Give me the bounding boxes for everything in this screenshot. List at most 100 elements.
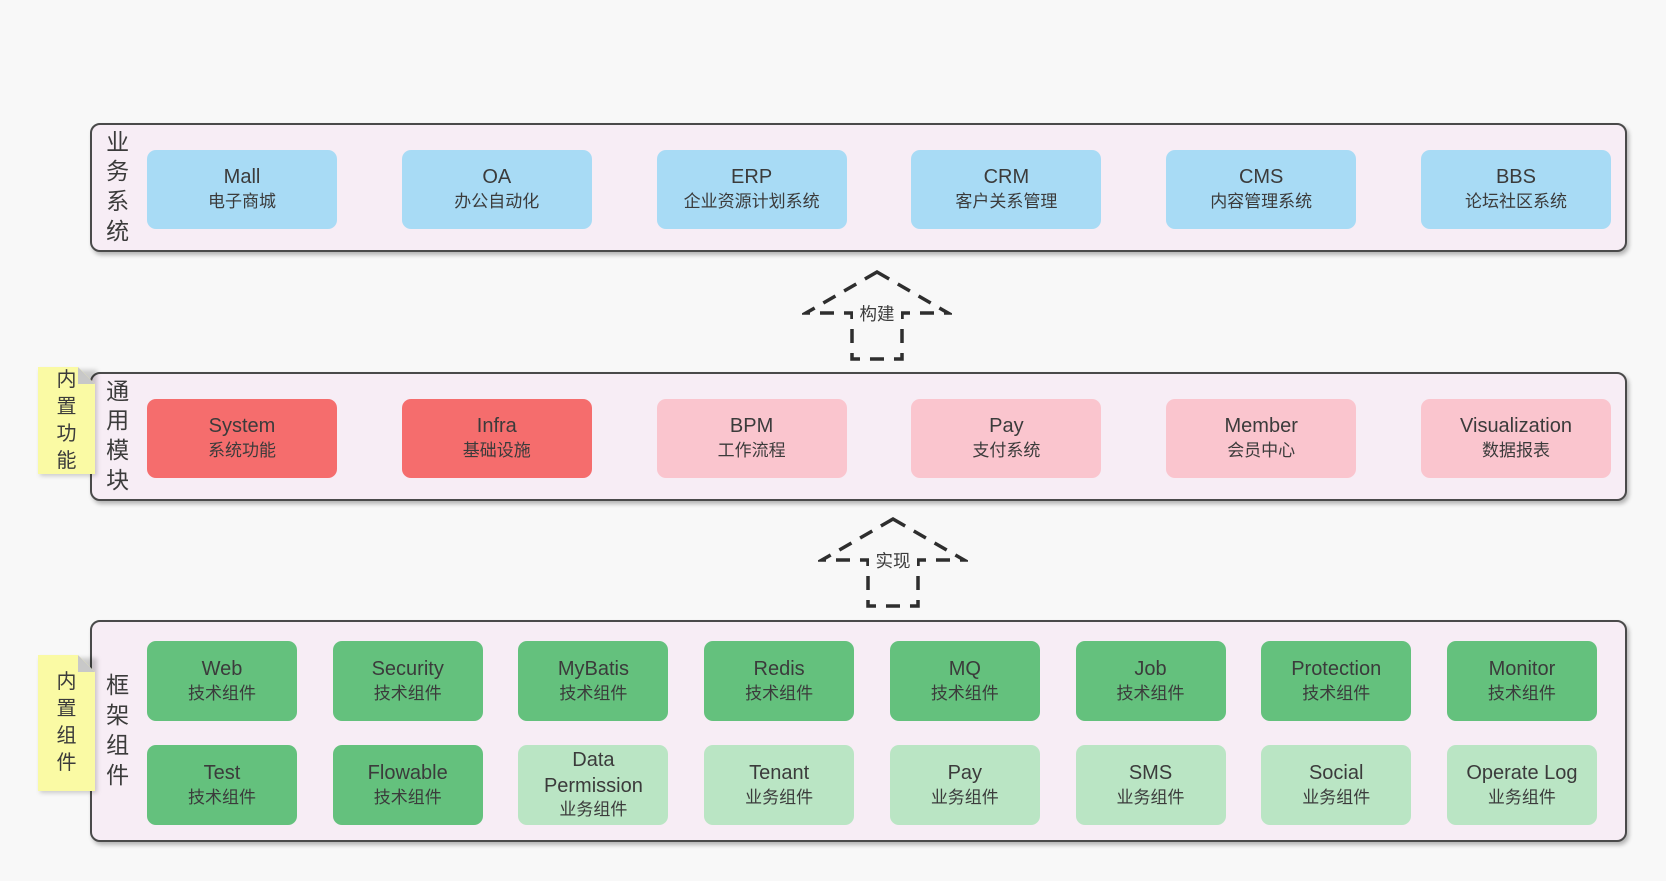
module-box-subtitle: 技术组件 [1116, 683, 1185, 703]
module-box-oa: OA 办公自动化 [401, 150, 592, 229]
module-box-crm: CRM 客户关系管理 [911, 150, 1102, 229]
module-box-subtitle: 技术组件 [373, 787, 442, 807]
module-box-title: BBS [1495, 166, 1536, 189]
module-box-subtitle: 业务组件 [745, 787, 814, 807]
band-label-framework-components: 框架组件 [106, 672, 130, 788]
sticky-note-builtin-features: 内置功能 [38, 367, 95, 474]
module-box-title: OA [482, 166, 512, 189]
module-box-subtitle: 工作流程 [717, 441, 786, 461]
module-box-subtitle: 技术组件 [745, 683, 814, 703]
module-box-redis: Redis 技术组件 [704, 641, 855, 721]
module-box-title: Flowable [367, 761, 448, 784]
module-box-title: ERP [731, 166, 773, 189]
module-box-title: Pay [989, 415, 1024, 438]
module-box-title: Mall [223, 166, 261, 189]
module-box-subtitle: 技术组件 [559, 683, 628, 703]
module-box-subtitle: 技术组件 [373, 683, 442, 703]
module-box-subtitle: 业务组件 [1302, 787, 1371, 807]
module-box-title: Redis [753, 657, 805, 680]
module-box-subtitle: 业务组件 [1487, 787, 1556, 807]
module-box-subtitle: 业务组件 [930, 787, 999, 807]
implement-arrow-label: 实现 [876, 551, 911, 571]
module-box-subtitle: 技术组件 [188, 787, 256, 807]
module-box-title: MyBatis [557, 657, 629, 680]
module-box-erp: ERP 企业资源计划系统 [656, 150, 847, 229]
module-box-title: SMS [1128, 761, 1173, 784]
module-box-title: MQ [948, 657, 981, 680]
module-box-job: Job 技术组件 [1075, 641, 1226, 721]
module-box-title: Pay [947, 761, 983, 784]
module-box-title: Social [1308, 761, 1364, 784]
band-common-modules: 通用模块 System 系统功能 Infra 基础设施 BPM 工作流程 Pay 支付系统 Me… [90, 372, 1627, 501]
common-modules-box-row: System 系统功能 Infra 基础设施 BPM 工作流程 Pay 支付系统 Member 会… [147, 399, 1611, 478]
module-box-title: BPM [729, 415, 774, 438]
band-business-systems: 业务系统 Mall 电子商城 OA 办公自动化 ERP 企业资源计划系统 CRM 客户关系管理… [90, 123, 1627, 252]
module-box-subtitle: 内容管理系统 [1210, 192, 1313, 212]
module-box-title: Visualization [1460, 415, 1572, 438]
module-box-subtitle: 客户关系管理 [955, 192, 1058, 212]
module-box-subtitle: 电子商城 [208, 192, 276, 212]
module-box-protection: Protection 技术组件 [1261, 641, 1412, 721]
module-box-web: Web 技术组件 [147, 641, 297, 721]
module-box-title: Data Permission [543, 749, 643, 797]
module-box-subtitle: 系统功能 [208, 441, 276, 461]
build-arrow: 构建 [802, 268, 952, 363]
module-box-subtitle: 支付系统 [972, 441, 1041, 461]
sticky-note-label: 内置组件 [56, 671, 77, 774]
implement-arrow: 实现 [818, 515, 968, 610]
module-box-title: Security [371, 657, 444, 680]
module-box-title: Infra [476, 415, 517, 438]
module-box-title: Test [203, 761, 241, 784]
module-box-title: CRM [983, 166, 1030, 189]
module-box-bbs: BBS 论坛社区系统 [1420, 150, 1611, 229]
module-box-member: Member 会员中心 [1166, 399, 1357, 478]
module-box-subtitle: 技术组件 [1302, 683, 1371, 703]
module-box-mall: Mall 电子商城 [147, 150, 337, 229]
module-box-subtitle: 会员中心 [1227, 441, 1296, 461]
up-arrow-dashed-icon: 构建 [802, 269, 952, 361]
module-box-subtitle: 企业资源计划系统 [683, 192, 820, 212]
band-label-common-modules: 通用模块 [106, 377, 130, 494]
module-box-subtitle: 技术组件 [188, 683, 256, 703]
module-box-title: Tenant [749, 761, 810, 784]
module-box-social: Social 业务组件 [1261, 745, 1412, 825]
module-box-subtitle: 论坛社区系统 [1464, 192, 1567, 212]
module-box-subtitle: 办公自动化 [454, 192, 540, 212]
module-box-subtitle: 业务组件 [559, 800, 628, 820]
module-box-tenant: Tenant 业务组件 [704, 745, 855, 825]
module-box-title: Web [201, 657, 243, 680]
up-arrow-dashed-icon: 实现 [818, 516, 968, 608]
module-box-title: Member [1224, 415, 1298, 438]
module-box-sms: SMS 业务组件 [1075, 745, 1226, 825]
module-box-test: Test 技术组件 [147, 745, 297, 825]
module-box-title: Protection [1291, 657, 1382, 680]
module-box-bpm: BPM 工作流程 [656, 399, 847, 478]
module-box-subtitle: 基础设施 [462, 441, 531, 461]
module-box-subtitle: 业务组件 [1116, 787, 1185, 807]
band-label-business-systems: 业务系统 [106, 128, 130, 245]
module-box-title: Job [1134, 657, 1167, 680]
module-box-subtitle: 技术组件 [930, 683, 999, 703]
module-box-title: Operate Log [1466, 761, 1578, 784]
module-box-title: Monitor [1488, 657, 1556, 680]
module-box-subtitle: 数据报表 [1481, 441, 1550, 461]
module-box-visualization: Visualization 数据报表 [1420, 399, 1611, 478]
module-box-infra: Infra 基础设施 [401, 399, 592, 478]
module-box-system: System 系统功能 [147, 399, 337, 478]
sticky-note-builtin-components: 内置组件 [38, 655, 95, 791]
module-box-pay: Pay 业务组件 [889, 745, 1040, 825]
module-box-operate-log: Operate Log 业务组件 [1446, 745, 1597, 825]
module-box-mybatis: MyBatis 技术组件 [518, 641, 669, 721]
module-box-pay: Pay 支付系统 [911, 399, 1102, 478]
build-arrow-label: 构建 [860, 304, 895, 324]
module-box-security: Security 技术组件 [332, 641, 483, 721]
module-box-title: System [208, 415, 276, 438]
module-box-flowable: Flowable 技术组件 [332, 745, 483, 825]
